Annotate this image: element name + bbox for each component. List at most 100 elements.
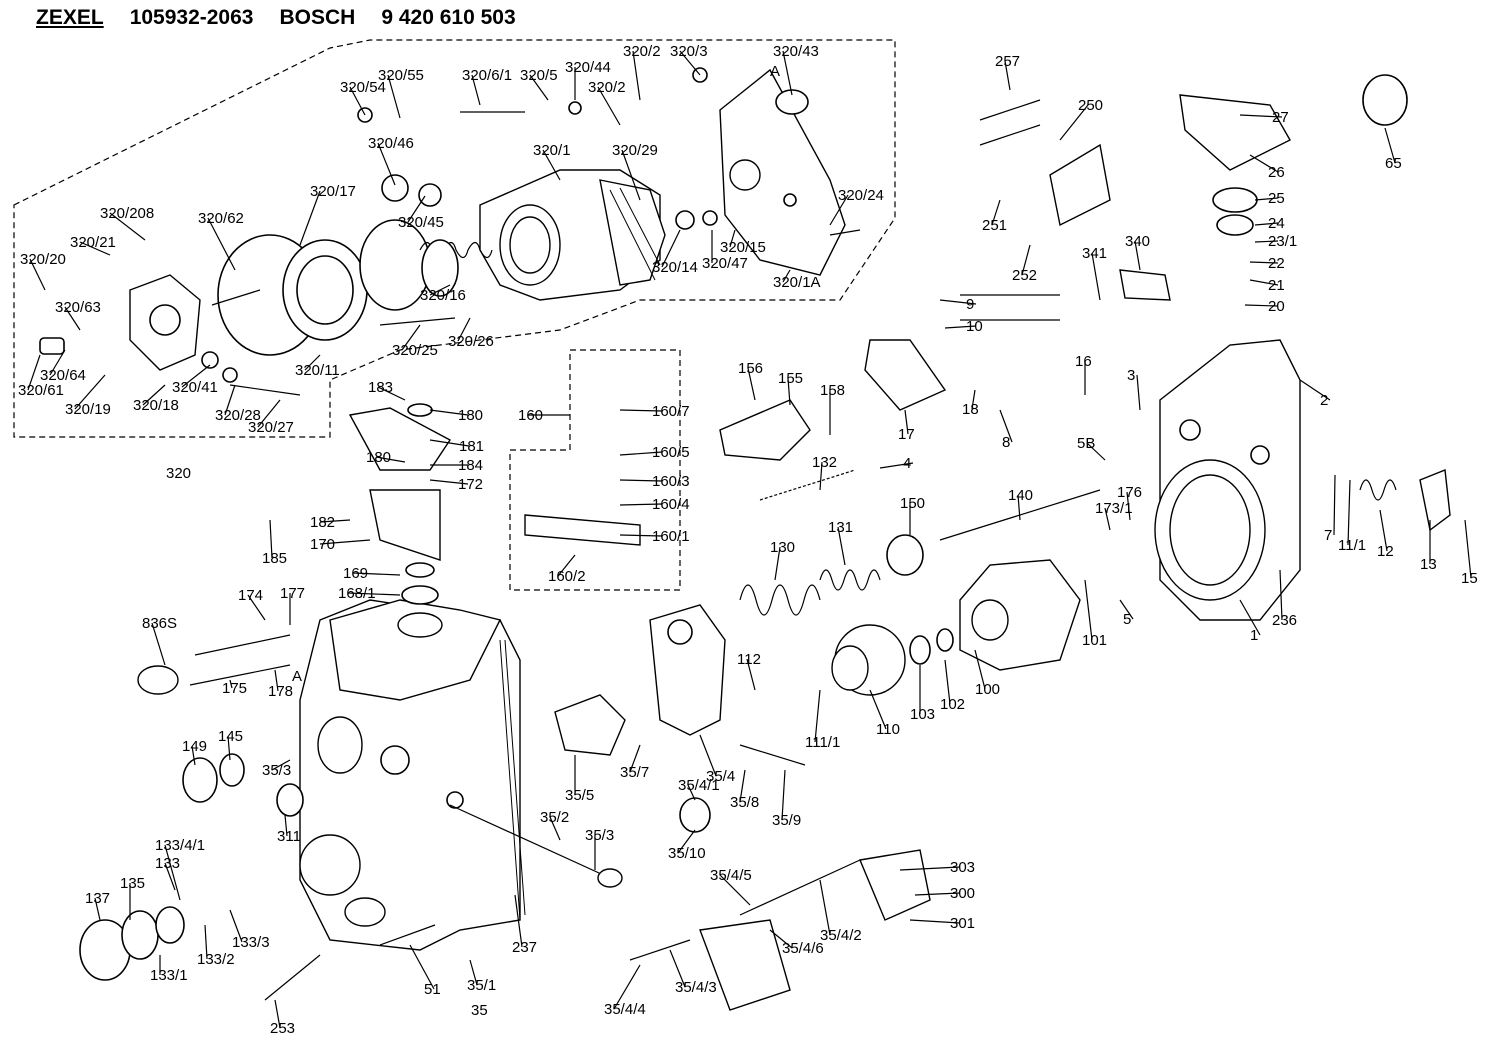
leader-line <box>74 374 106 410</box>
leader-line <box>1249 279 1279 286</box>
callout-label: 250 <box>1078 97 1103 114</box>
callout-label: 173/1 <box>1095 500 1133 517</box>
leader-line <box>429 284 451 296</box>
callout-label: 7 <box>1324 527 1332 544</box>
leader-line <box>207 217 236 271</box>
leader-line <box>1244 304 1279 307</box>
callout-label: 35/4/4 <box>604 1001 646 1018</box>
leader-line <box>814 689 821 743</box>
callout-label: 182 <box>310 514 335 531</box>
callout-label: 236 <box>1272 612 1297 629</box>
leader-line <box>619 451 663 456</box>
callout-label: 320/17 <box>310 183 356 200</box>
leader-line <box>284 814 288 837</box>
callout-label: 133/3 <box>232 934 270 951</box>
leader-line <box>619 409 663 412</box>
leader-line <box>377 142 396 186</box>
leader-line <box>387 74 401 119</box>
leader-line <box>1239 599 1261 636</box>
leader-line <box>269 519 273 559</box>
callout-label: 20 <box>1268 298 1285 315</box>
callout-label: 320/19 <box>65 401 111 418</box>
callout-label: 8 <box>1002 434 1010 451</box>
leader-line <box>352 572 401 576</box>
callout-label: 320/25 <box>392 342 438 359</box>
callout-label: 320/63 <box>55 299 101 316</box>
callout-label: 172 <box>458 476 483 493</box>
callout-label: 180 <box>366 449 391 466</box>
leader-line <box>1134 240 1141 271</box>
callout-label: 320/55 <box>378 67 424 84</box>
leader-line <box>829 194 849 226</box>
leader-line <box>529 74 549 101</box>
callout-label: 301 <box>950 915 975 932</box>
callout-label: 5B <box>1077 435 1095 452</box>
leader-line <box>471 74 481 106</box>
leader-line <box>257 399 281 428</box>
leader-line <box>904 409 909 435</box>
leader-line <box>407 195 426 223</box>
leader-line <box>899 866 961 871</box>
callout-label: 320/15 <box>720 239 766 256</box>
callout-label: 35/4/5 <box>710 867 752 884</box>
callout-label: 160/3 <box>652 473 690 490</box>
callout-label: 181 <box>459 438 484 455</box>
callout-label: 35/4/3 <box>675 979 717 996</box>
bosch-part-number: 9 420 610 503 <box>381 6 516 29</box>
callout-label: 169 <box>343 565 368 582</box>
zexel-part-number: 105932-2063 <box>129 6 254 29</box>
leader-line <box>719 874 751 906</box>
callout-label: 102 <box>940 696 965 713</box>
callout-label: 130 <box>770 539 795 556</box>
leader-line <box>229 679 233 689</box>
callout-label: 175 <box>222 680 247 697</box>
leader-line <box>699 734 717 777</box>
callout-label: 35/4/6 <box>782 940 824 957</box>
leader-line <box>782 269 791 283</box>
leader-line <box>677 829 696 854</box>
callout-label: 23/1 <box>1268 233 1297 250</box>
leader-line <box>613 964 641 1010</box>
leader-line <box>914 892 961 896</box>
leader-line <box>542 149 561 181</box>
leader-line <box>944 659 951 705</box>
leader-line <box>377 386 406 401</box>
callout-label: 65 <box>1385 155 1402 172</box>
callout-label: 320/45 <box>398 214 444 231</box>
leader-line <box>549 816 561 841</box>
leader-line <box>909 919 961 924</box>
callout-label: 160/4 <box>652 496 690 513</box>
leader-line <box>1004 60 1011 91</box>
callout-label: 340 <box>1125 233 1150 250</box>
callout-label: 320/14 <box>652 259 698 276</box>
leader-line <box>687 784 696 801</box>
callout-label: 3 <box>1127 367 1135 384</box>
leader-line <box>837 526 846 566</box>
callout-label: 320/61 <box>18 382 64 399</box>
callout-label: 320/24 <box>838 187 884 204</box>
leader-line <box>597 86 621 126</box>
callout-label: 145 <box>218 728 243 745</box>
callout-label: 320/29 <box>612 142 658 159</box>
callout-label: 110 <box>876 721 900 738</box>
callout-label: 21 <box>1268 277 1285 294</box>
callout-label: 35/7 <box>620 764 649 781</box>
callout-label: 11/1 <box>1338 537 1366 554</box>
callout-label: 320/1A <box>773 274 821 291</box>
callout-label: 103 <box>910 706 935 723</box>
callout-label: 320/64 <box>40 367 86 384</box>
leader-line <box>271 759 291 771</box>
callout-label: 168/1 <box>338 585 376 602</box>
callout-label: 320/1 <box>533 142 571 159</box>
callout-label: 320/46 <box>368 135 414 152</box>
governor-cover-icon <box>39 67 861 396</box>
leader-line <box>1017 494 1021 521</box>
callout-label: 183 <box>368 379 393 396</box>
leader-line <box>227 735 231 761</box>
callout-label: 176 <box>1117 484 1142 501</box>
leader-lines <box>27 50 1472 1029</box>
callout-label: 35/4 <box>706 768 735 785</box>
leader-line <box>661 229 681 268</box>
callout-label: 320/20 <box>20 251 66 268</box>
